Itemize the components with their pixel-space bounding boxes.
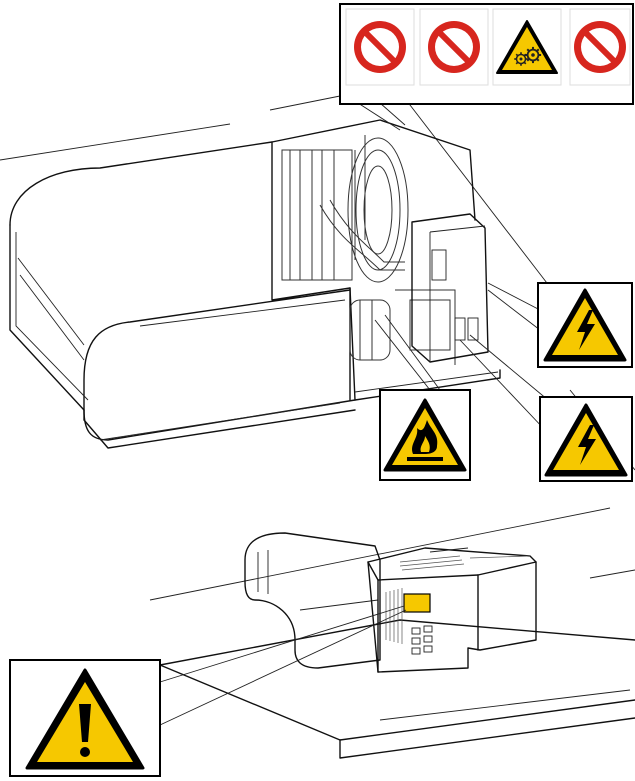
right-upper-sign <box>537 282 633 368</box>
upper-leader-lines <box>357 102 561 431</box>
do-not-touch-icon <box>569 8 631 86</box>
lower-leader-lines <box>159 605 407 726</box>
lower-unit-drawing <box>149 507 635 759</box>
no-access-to-moving-parts-icon <box>419 8 489 86</box>
flammable-hazard-icon <box>383 398 467 472</box>
top-sign-panel <box>339 3 634 105</box>
general-warning-icon <box>25 668 145 770</box>
right-lower-sign <box>539 396 633 482</box>
no-maintenance-with-tools-icon <box>345 8 415 86</box>
middle-sign <box>379 389 471 481</box>
warning-rotating-gears-icon <box>492 8 562 86</box>
upper-unit-drawing <box>0 79 635 471</box>
bottom-left-sign <box>9 659 161 777</box>
